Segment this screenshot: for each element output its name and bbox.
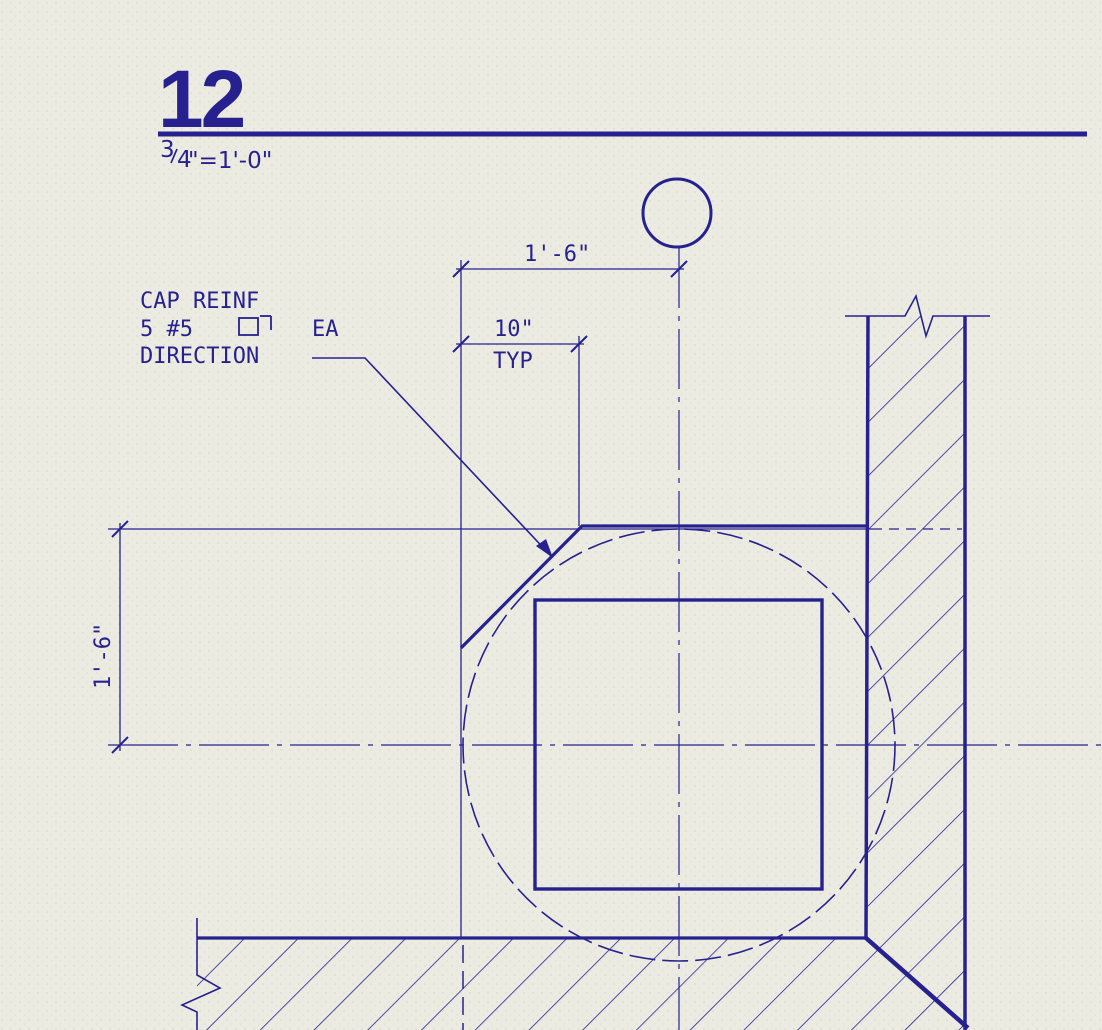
note-line-2-suffix: EA [312, 317, 339, 342]
dimension-tick [452, 335, 470, 353]
leader-arrowhead [536, 539, 553, 558]
square-column [533, 598, 824, 891]
wall-break-line [845, 293, 990, 339]
dimension-tick [570, 335, 588, 353]
slab-hatch [197, 938, 970, 1030]
dimension-tick [670, 260, 688, 278]
dimension-typ-label: TYP [493, 349, 533, 374]
dimension-top-label: 1'-6" [524, 242, 590, 267]
slab-hatch-group [197, 938, 970, 1030]
note-line-1: CAP REINF [140, 289, 259, 314]
pile-cap-outline [459, 524, 868, 650]
scale-fraction-numerator: 3 [160, 137, 175, 163]
wall-left-edge [864, 315, 870, 939]
wall-hatch-group [866, 316, 965, 1030]
note-line-3: DIRECTION [140, 344, 259, 369]
scale-fraction-denominator: 4 [177, 147, 192, 173]
wall-hatch [866, 316, 965, 1030]
scale-fraction-slash [170, 148, 178, 164]
stirrup-symbol-icon [238, 317, 259, 336]
dimension-10in-label: 10" [494, 317, 534, 342]
slab-break-line [180, 918, 222, 1030]
detail-number: 12 [158, 54, 244, 145]
dimension-tick [111, 520, 129, 538]
leader-line [312, 357, 552, 557]
scale-text: "=1'-0" [188, 148, 272, 174]
grid-bubble [641, 177, 713, 249]
dimension-left-label: 1'-6" [91, 623, 116, 689]
dimension-tick [452, 260, 470, 278]
note-line-2: 5 #5 [140, 317, 193, 342]
dimension-tick [111, 736, 129, 754]
